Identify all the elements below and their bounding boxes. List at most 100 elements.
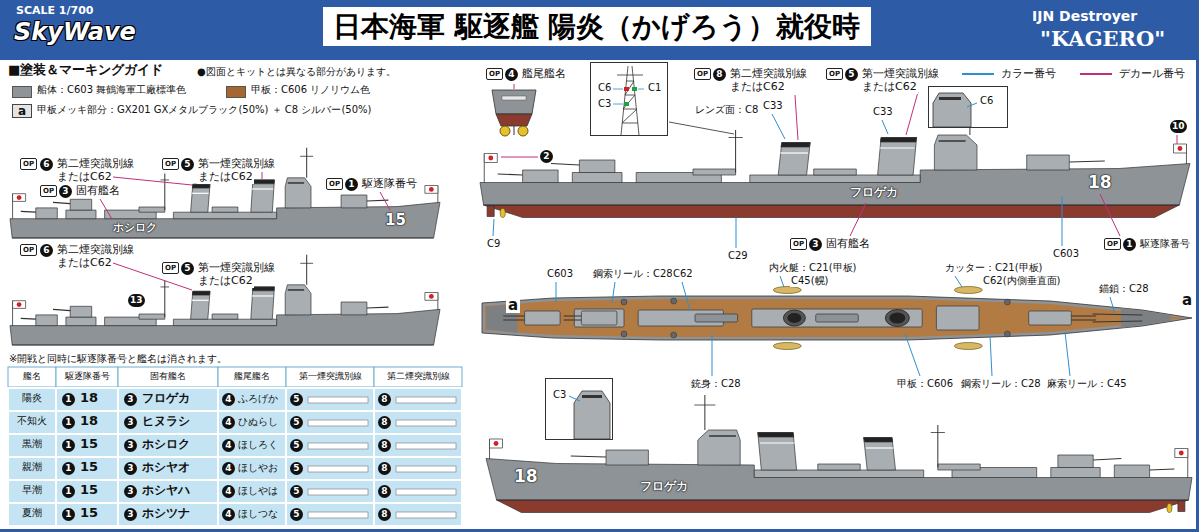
- funnel-band: [760, 442, 795, 443]
- gun-barrel: [1069, 161, 1105, 162]
- funnel-band: [192, 300, 209, 301]
- funnel-cap: [758, 433, 794, 438]
- label-text: C33: [872, 106, 894, 118]
- table-cell-ground: [8, 480, 56, 503]
- table-cell: 15: [80, 483, 98, 498]
- leader-line: [780, 276, 784, 287]
- title: 日本海軍 駆逐艦 陽炎（かげろう）就役時: [323, 7, 871, 46]
- box-text: IJN Destroyer: [1032, 8, 1137, 24]
- table-cell: 15: [80, 506, 98, 521]
- part-letter: a: [1180, 293, 1194, 308]
- gun-mount: [1058, 455, 1093, 468]
- table-cell-ground: [218, 480, 286, 503]
- superstructure: [572, 173, 622, 183]
- table-cell-ground: [118, 480, 218, 503]
- table-cell-ground: [118, 388, 218, 411]
- leader-line: [100, 199, 112, 219]
- detail-box: C3: [545, 378, 613, 440]
- stern-name-plate: [502, 96, 526, 100]
- bridge: [936, 306, 979, 330]
- label-text: またはC62: [729, 81, 786, 94]
- table-header-cell: [374, 367, 462, 387]
- funnel: [864, 438, 896, 471]
- funnel: [251, 287, 275, 319]
- leader-line: [712, 334, 713, 376]
- callout-number: 3: [124, 508, 137, 521]
- stripe-sample: [308, 512, 368, 518]
- label-text: C33: [762, 100, 784, 112]
- gun-barrel: [1093, 459, 1121, 461]
- box-text: C6: [597, 82, 612, 94]
- table-cell: 第一煙突識別線: [286, 371, 374, 381]
- callout-number: 3: [124, 462, 137, 475]
- leader-line: [1177, 135, 1178, 144]
- cable-reel: [671, 298, 677, 304]
- callout-number: 8: [378, 462, 391, 475]
- hull-marking: フロゲカ: [640, 480, 688, 494]
- leader-line: [1062, 196, 1063, 246]
- gun-mount: [579, 160, 615, 173]
- label-text: C45(幌): [790, 275, 830, 287]
- funnel-cap: [253, 287, 275, 291]
- gun-barrel: [53, 309, 70, 310]
- flag: [484, 154, 497, 163]
- table-cell-ground: [218, 434, 286, 457]
- table-cell-ground: [56, 480, 118, 503]
- label-text: 駆逐隊番号: [361, 178, 418, 191]
- op-icon: OP: [790, 238, 807, 250]
- table-cell: 早潮: [8, 485, 56, 496]
- op-icon: OP: [20, 244, 37, 256]
- table-cell: ほしやは: [238, 485, 278, 497]
- flag-sun: [17, 195, 22, 200]
- rudder: [514, 126, 515, 135]
- cable-reel: [671, 332, 677, 338]
- gun-mount: [523, 170, 559, 183]
- mast: [164, 281, 165, 318]
- cable-reel: [1004, 331, 1010, 337]
- stripe-sample: [308, 489, 368, 495]
- funnel-band: [192, 193, 209, 194]
- flag: [490, 439, 503, 448]
- boat: [954, 343, 982, 350]
- table-cell: ほしつな: [238, 508, 278, 520]
- flag-sun: [429, 187, 434, 192]
- mast: [306, 148, 307, 178]
- stripe-sample: [396, 443, 456, 449]
- box-text: C6: [979, 95, 994, 107]
- gun-barrel: [21, 318, 36, 320]
- label-text: 固有艦名: [825, 238, 871, 251]
- callout-number: 3: [124, 485, 137, 498]
- funnel-cap: [880, 138, 916, 143]
- leader-line: [514, 84, 515, 89]
- table-header-cell: [118, 367, 218, 387]
- table-cell-ground: [8, 388, 56, 411]
- table-cell-ground: [8, 434, 56, 457]
- propeller: [518, 126, 528, 136]
- gun-mount: [1029, 311, 1072, 325]
- cable-reel: [621, 299, 627, 305]
- label-text: 銃身：C28: [690, 378, 742, 390]
- callout-number: 2: [540, 150, 553, 163]
- stern-view: [492, 90, 536, 136]
- funnel: [251, 180, 275, 212]
- legend-text: 甲板メッキ部分：GX201 GXメタルブラック(50%) ＋ C8 シルバー(5…: [36, 104, 372, 116]
- plan-superstructure: [574, 309, 624, 327]
- box-text: C3: [597, 98, 612, 110]
- label-text: 固有艦名: [75, 185, 121, 198]
- callout-number: 4: [222, 393, 235, 406]
- table-cell-ground: [56, 434, 118, 457]
- leader-line: [682, 282, 690, 310]
- part-letter: a: [506, 298, 520, 313]
- callout-number: 5: [181, 158, 194, 171]
- flag-sun: [17, 302, 22, 307]
- leader-line: [736, 218, 737, 248]
- table-cell-ground: [56, 411, 118, 434]
- callout-number: 8: [378, 416, 391, 429]
- stripe-sample: [308, 466, 368, 472]
- table-cell: 親潮: [8, 462, 56, 473]
- table-cell: 15: [80, 460, 98, 475]
- label-text: カッター：C21(甲板): [944, 262, 1044, 274]
- table-cell-ground: [374, 434, 462, 457]
- leader-line: [1110, 297, 1115, 314]
